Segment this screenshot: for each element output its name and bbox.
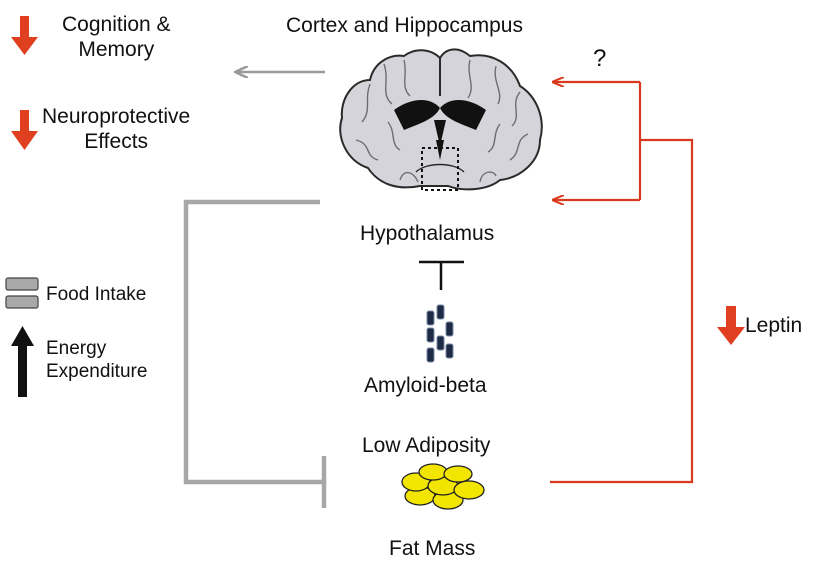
energy-increase-arrow-icon: [11, 326, 34, 397]
neuroprotective-decrease-arrow-icon: [11, 110, 38, 150]
cognition-memory-label: Cognition & Memory: [62, 13, 171, 62]
leptin-label: Leptin: [745, 314, 803, 337]
low-adiposity-label: Low Adiposity: [362, 434, 491, 457]
amyloid-inhibition-symbol: [419, 260, 464, 290]
question-mark-label: ?: [593, 45, 607, 72]
brain-icon: [339, 48, 543, 191]
amyloid-beta-label: Amyloid-beta: [364, 374, 487, 397]
cortex-hippocampus-label: Cortex and Hippocampus: [286, 14, 523, 37]
hypothalamus-region-box: [421, 147, 459, 191]
cognition-decrease-arrow-icon: [11, 16, 38, 55]
fat-mass-label: Fat Mass: [389, 537, 476, 560]
neuroprotective-effects-label: Neuroprotective Effects: [42, 105, 191, 154]
leptin-pathway-line: [550, 138, 694, 484]
fat-mass-icon: [401, 463, 485, 510]
leptin-decrease-arrow-icon: [717, 306, 745, 345]
food-intake-label: Food Intake: [46, 284, 147, 305]
inhibition-loop-line: [183, 199, 322, 485]
energy-expenditure-label: Energy Expenditure: [46, 338, 148, 382]
hypothalamus-label: Hypothalamus: [360, 222, 495, 245]
food-intake-unchanged-icon: [5, 277, 39, 309]
amyloid-beta-icon: [426, 304, 454, 363]
